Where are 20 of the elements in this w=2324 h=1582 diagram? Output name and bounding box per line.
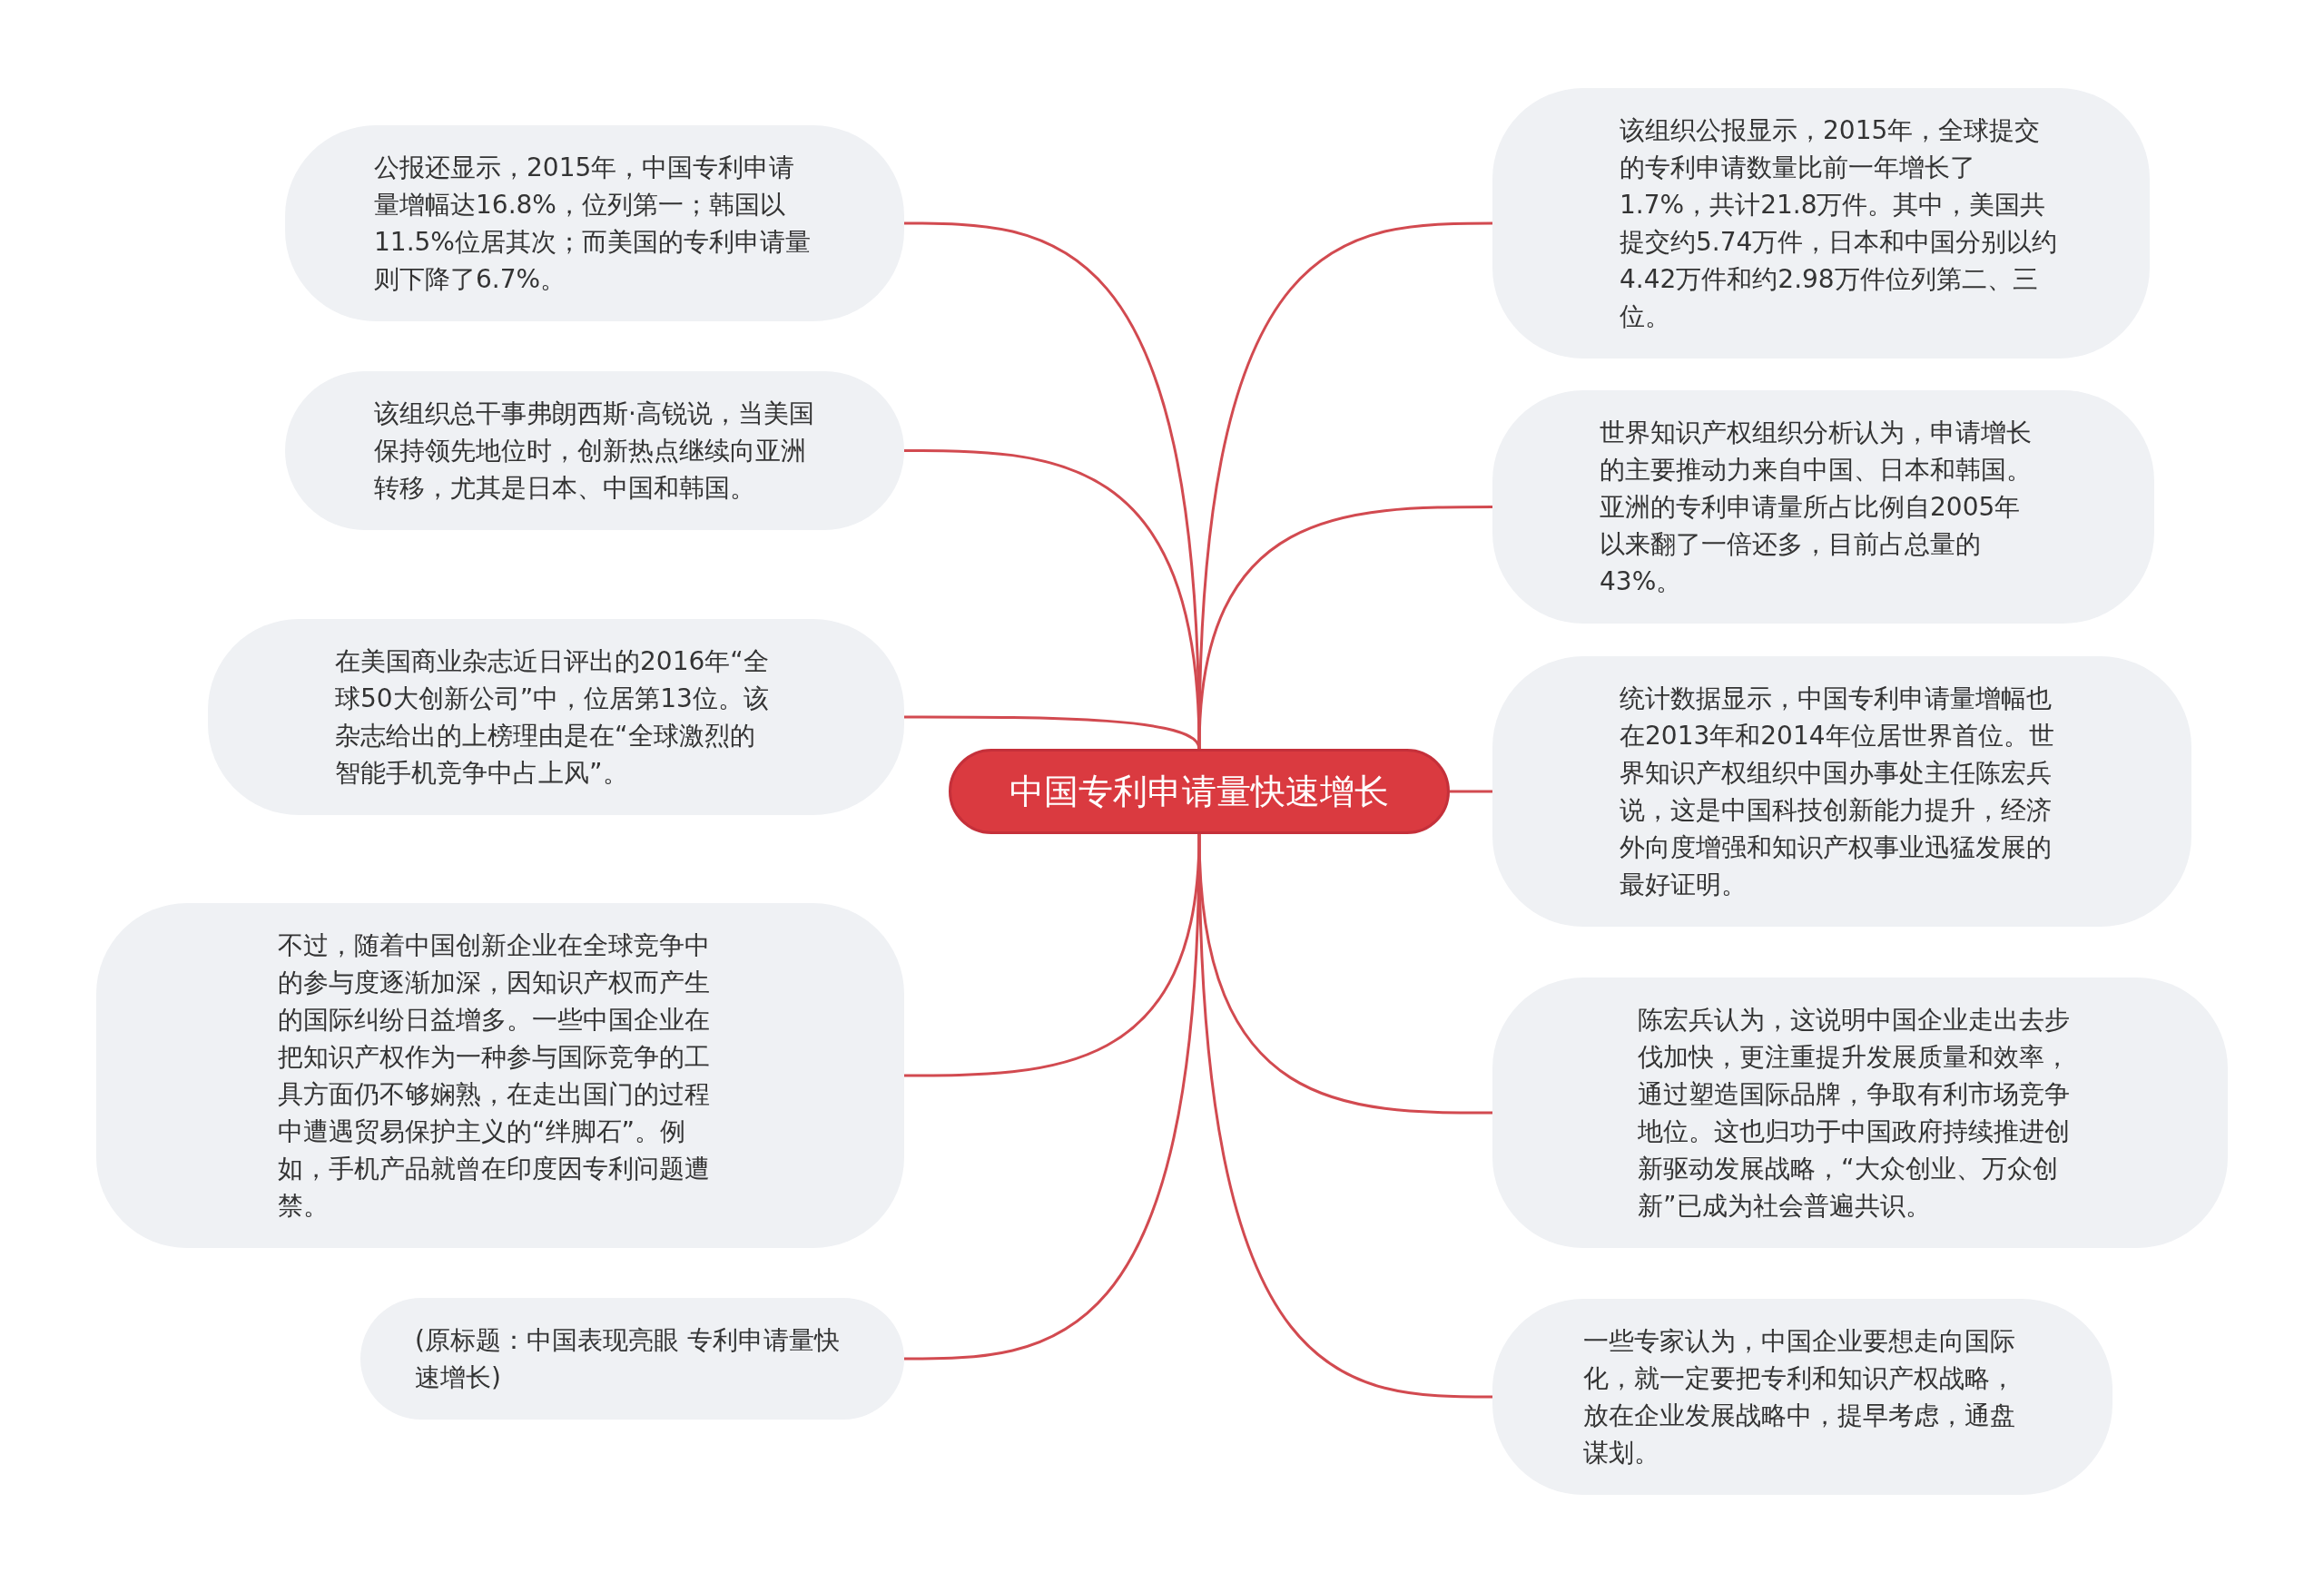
topic-bubble bbox=[1492, 656, 2191, 927]
connector-line bbox=[1197, 833, 1492, 1399]
topic-text: 公报还显示，2015年，中国专利申请量增幅达16.8%，位列第一；韩国以11.5%位居其次；而美国的专利申请量则下降了6.7%。 bbox=[374, 152, 812, 296]
topic-text: (原标题：中国表现亮眼 专利申请量快速增长) bbox=[415, 1324, 841, 1394]
topic-bubble bbox=[1492, 978, 2228, 1248]
topic-text: 统计数据显示，中国专利申请量增幅也在2013年和2014年位居世界首位。世界知识产权组织中国办事处主任陈宏兵说，这是中国科技创新能力提升，经济外向度增强和知识产权事业迅猛发展的最好证明。 bbox=[1620, 683, 2055, 901]
connector-line bbox=[904, 833, 1201, 1361]
topic-bubble bbox=[96, 903, 904, 1248]
connector-line bbox=[1450, 790, 1492, 793]
topic-bubble bbox=[1492, 88, 2150, 359]
connector-line bbox=[1197, 506, 1492, 750]
topic-text: 陈宏兵认为，这说明中国企业走出去步伐加快，更注重提升发展质量和效率，通过塑造国际品牌，争取有利市场竞争地位。这也归功于中国政府持续推进创新驱动发展战略，“大众创业、万众创新”已成为社会普遍共识。 bbox=[1638, 1004, 2071, 1223]
connector-line bbox=[1197, 221, 1492, 750]
topic-text: 该组织公报显示，2015年，全球提交的专利申请数量比前一年增长了1.7%，共计21.8万件。其中，美国共提交约5.74万件，日本和中国分别以约4.42万件和约2.98万件位列第二、三位。 bbox=[1620, 114, 2059, 333]
topic-text: 在美国商业杂志近日评出的2016年“全球50大创新公司”中，位居第13位。该杂志给出的上榜理由是在“全球激烈的智能手机竞争中占上风”。 bbox=[335, 645, 770, 790]
topic-text: 该组织总干事弗朗西斯·高锐说，当美国保持领先地位时，创新热点继续向亚洲转移，尤其是日本、中国和韩国。 bbox=[374, 397, 815, 505]
topic-text: 一些专家认为，中国企业要想走向国际化，就一定要把专利和知识产权战略，放在企业发展战略中，提早考虑，通盘谋划。 bbox=[1583, 1325, 2016, 1469]
topic-title: 中国专利申请量快速增长 bbox=[1009, 771, 1389, 813]
topic-text: 不过，随着中国创新企业在全球竞争中的参与度逐渐加深，因知识产权而产生的国际纠纷日益增多。一些中国企业在把知识产权作为一种参与国际竞争的工具方面仍不够娴熟，在走出国门的过程中遭遇贸易保护主义的“绊脚石”。例如，手机产品就曾在印度因专利问题遭禁。 bbox=[278, 929, 711, 1223]
topic-text: 世界知识产权组织分析认为，申请增长的主要推动力来自中国、日本和韩国。亚洲的专利申请量所占比例自2005年以来翻了一倍还多，目前占总量的43%。 bbox=[1600, 416, 2033, 598]
